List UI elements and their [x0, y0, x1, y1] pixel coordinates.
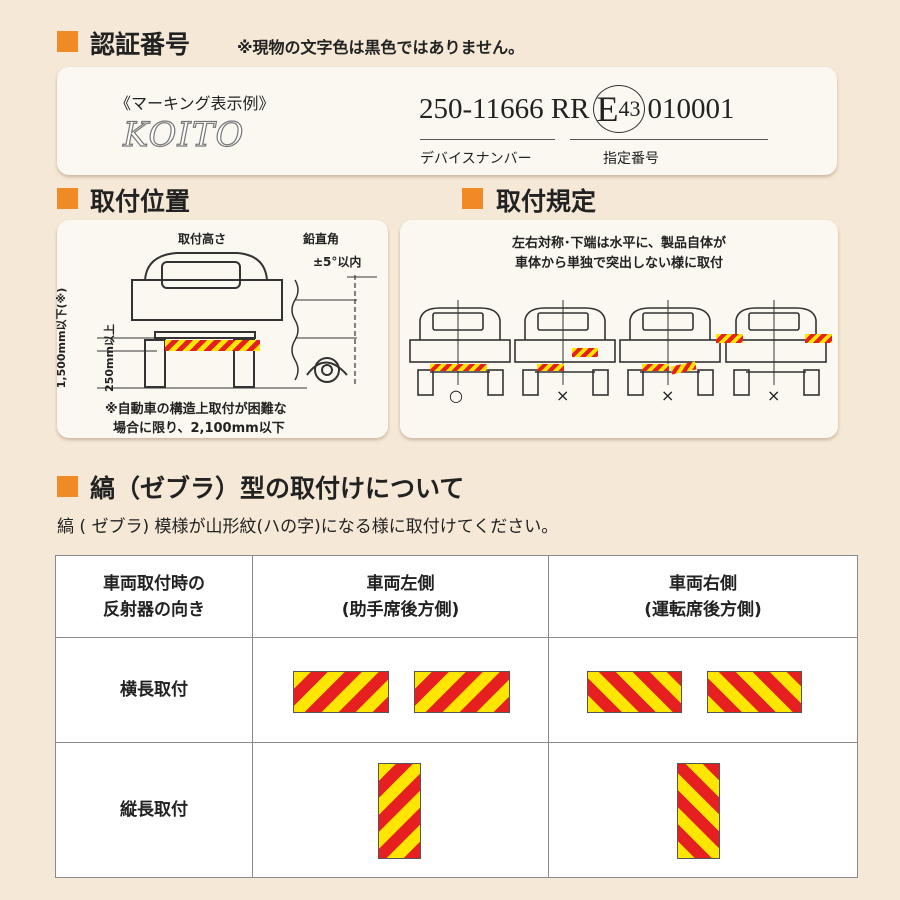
zebra-plate	[293, 671, 389, 713]
section-marker-icon	[57, 188, 78, 209]
reflector-plate	[716, 334, 743, 343]
mounting-position-title: 取付位置	[90, 187, 191, 216]
angle-value: ±5°以内	[313, 255, 362, 269]
right-vertical-plate	[548, 742, 858, 878]
mounting-rules-card: 左右対称･下端は水平に、製品自体が 車体から単独で突出しない様に取付 ○ × ×…	[400, 220, 838, 438]
zebra-plate	[414, 671, 510, 713]
reflector-plate	[805, 334, 832, 343]
ok-mark: ○	[449, 386, 463, 405]
zebra-plate	[677, 763, 720, 859]
certification-title: 認証番号	[90, 30, 191, 59]
section-marker-icon	[57, 476, 78, 497]
device-number: 250-11666 RR	[419, 92, 590, 125]
header-left-side: 車両左側(助手席後方側)	[252, 555, 549, 638]
zebra-orientation-table: 車両取付時の反射器の向き 車両左側(助手席後方側) 車両右側(運転席後方側) 横…	[55, 555, 858, 878]
ng-mark: ×	[661, 386, 675, 405]
marking-label: 《マーキング表示例》	[115, 94, 275, 113]
zebra-plate	[378, 763, 421, 859]
truck-side-diagram	[97, 252, 377, 389]
header-right-side: 車両右側(運転席後方側)	[548, 555, 858, 638]
reflector-plate	[537, 364, 564, 371]
row-vertical-label: 縦長取付	[55, 742, 253, 878]
designation-label: 指定番号	[603, 151, 659, 167]
angle-label: 鉛直角	[303, 232, 340, 246]
zebra-title: 縞（ゼブラ）型の取付けについて	[90, 474, 465, 503]
divider	[420, 139, 555, 140]
min-height-label: 250mm以上	[102, 324, 116, 392]
header-orientation: 車両取付時の反射器の向き	[55, 555, 253, 638]
e-mark-number: 43	[618, 96, 641, 121]
reflector-plate	[165, 340, 260, 351]
truck-rear-diagrams	[409, 299, 827, 396]
designation-number: 010001	[647, 92, 735, 125]
footnote-line1: ※自動車の構造上取付が困難な	[105, 402, 287, 417]
left-horizontal-plates	[252, 637, 549, 743]
divider	[570, 139, 768, 140]
right-horizontal-plates	[548, 637, 858, 743]
footnote-line2: 場合に限り、2,100mm以下	[113, 421, 285, 436]
reflector-plate	[642, 364, 669, 371]
certification-note: ※現物の文字色は黒色ではありません。	[237, 38, 525, 57]
zebra-plate	[707, 671, 802, 713]
left-vertical-plate	[252, 742, 549, 878]
zebra-plate	[587, 671, 682, 713]
ng-mark: ×	[556, 386, 570, 405]
ng-mark: ×	[767, 386, 781, 405]
mounting-position-card: 取付高さ 鉛直角 ±5°以内 1,500mm以下(※) 250mm以上 ※自動車…	[55, 220, 388, 438]
mounting-rules-title: 取付規定	[496, 187, 597, 216]
device-label: デバイスナンバー	[420, 151, 532, 167]
e-mark-letter: E	[596, 89, 619, 129]
max-height-label: 1,500mm以下(※)	[55, 287, 69, 389]
row-horizontal-label: 横長取付	[55, 637, 253, 743]
koito-logo: KOITO	[122, 114, 245, 155]
reflector-plate	[430, 364, 487, 371]
height-label: 取付高さ	[178, 232, 227, 246]
section-marker-icon	[462, 188, 483, 209]
rules-text-line1: 左右対称･下端は水平に、製品自体が	[511, 236, 727, 251]
zebra-description: 縞 ( ゼブラ) 模様が山形紋(ハの字)になる様に取付けてください。	[57, 517, 559, 537]
rules-text-line2: 車体から単独で突出しない様に取付	[514, 256, 723, 271]
reflector-plate	[572, 348, 598, 357]
section-marker-icon	[57, 31, 78, 52]
